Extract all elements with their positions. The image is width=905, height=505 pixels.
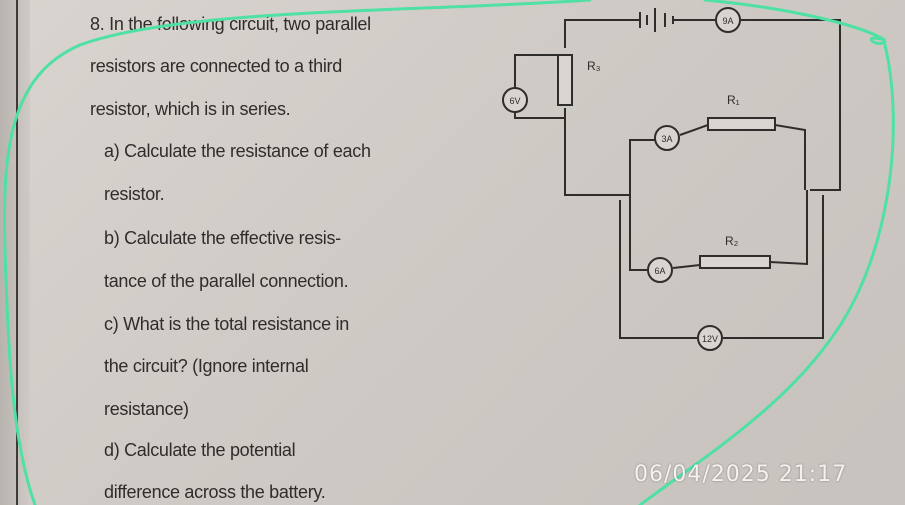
ammeter-3a: 3A [654, 125, 680, 151]
ammeter-6a: 6A [647, 257, 673, 283]
question-intro-line-3: resistor, which is in series. [90, 99, 291, 119]
voltmeter-6v-label: 6V [509, 96, 520, 106]
resistor-r2 [699, 255, 771, 269]
label-r3: R₃ [587, 59, 601, 73]
page-edge [0, 0, 30, 505]
resistor-r3 [557, 54, 573, 106]
margin-rule [16, 0, 18, 505]
wire-top-left [564, 19, 640, 48]
resistor-r1 [707, 117, 776, 131]
ammeter-6a-label: 6A [654, 266, 665, 276]
circuit-diagram: R₃ R₁ R₂ 9A 3A 6A 6V 12V [502, 7, 841, 351]
wire-r2-left [629, 195, 647, 271]
part-c-line-3: resistance) [104, 399, 189, 419]
ammeter-9a-label: 9A [722, 16, 733, 26]
part-b-line-1: b) Calculate the effective resis- [104, 228, 341, 248]
wire-top-right [741, 19, 841, 191]
wire-r2-ammeter [672, 264, 701, 269]
question-intro-line-2: resistors are connected to a third [90, 56, 342, 76]
ammeter-3a-label: 3A [661, 134, 672, 144]
part-a-line-2: resistor. [104, 184, 165, 204]
wire-r3-voltmeter-bottom [514, 112, 565, 119]
wire-left-down [564, 108, 630, 196]
question-intro-line-1: 8. In the following circuit, two paralle… [90, 14, 371, 34]
voltmeter-12v-label: 12V [702, 334, 718, 344]
part-c-line-1: c) What is the total resistance in [104, 314, 349, 334]
wire-r1-left [629, 139, 655, 195]
wire-r1-ammeter [679, 124, 709, 136]
wire-r1-right [774, 124, 806, 190]
part-b-line-2: tance of the parallel connection. [104, 271, 349, 291]
voltmeter-6v: 6V [502, 87, 528, 113]
voltmeter-12v: 12V [697, 325, 723, 351]
photo-timestamp: 06/04/2025 21:17 [634, 462, 848, 487]
battery-icon [639, 8, 674, 32]
label-r1: R₁ [727, 93, 740, 107]
part-d-line-1: d) Calculate the potential [104, 440, 296, 460]
label-r2: R₂ [725, 234, 739, 248]
ammeter-9a: 9A [715, 7, 741, 33]
part-a-line-1: a) Calculate the resistance of each [104, 141, 371, 161]
part-c-line-2: the circuit? (Ignore internal [104, 356, 309, 376]
wire-r2-right [769, 190, 808, 266]
part-d-line-2: difference across the battery. [104, 482, 326, 502]
